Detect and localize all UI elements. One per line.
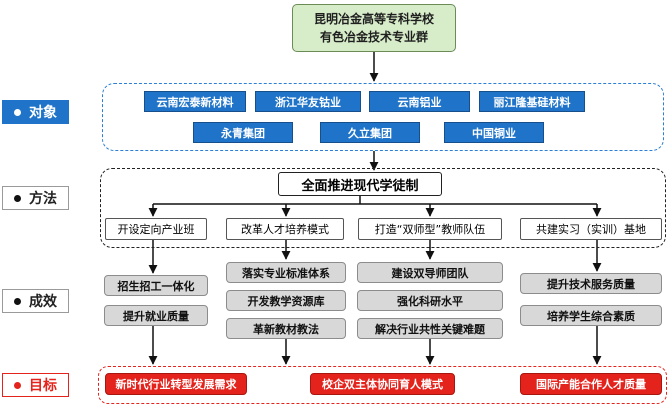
- label-target: 对象: [2, 100, 69, 124]
- result-box: 招生招工一体化: [104, 275, 208, 296]
- company-box: 丽江隆基硅材料: [479, 91, 585, 112]
- company-box: 浙江华友钴业: [255, 91, 361, 112]
- school-name: 昆明冶金高等专科学校: [313, 12, 434, 26]
- method-box: 共建实习（实训）基地: [520, 218, 662, 240]
- goal-box: 新时代行业转型发展需求: [105, 373, 247, 395]
- label-goal: 目标: [2, 373, 69, 397]
- result-box: 解决行业共性关键难题: [357, 318, 503, 339]
- result-box: 落实专业标准体系: [226, 262, 346, 283]
- bullet-icon: [14, 194, 21, 202]
- result-box: 强化科研水平: [357, 290, 503, 311]
- result-box: 开发教学资源库: [226, 290, 346, 311]
- goal-box: 国际产能合作人才质量: [520, 373, 662, 395]
- school-header-box: 昆明冶金高等专科学校 有色冶金技术专业群: [292, 4, 456, 52]
- label-result: 成效: [2, 289, 69, 313]
- goal-box: 校企双主体协同育人模式: [310, 373, 455, 395]
- bullet-icon: [14, 381, 21, 389]
- result-box: 提升就业质量: [104, 305, 208, 326]
- result-box: 建设双导师团队: [357, 262, 503, 283]
- company-box: 云南铝业: [369, 91, 470, 112]
- result-box: 革新教材教法: [226, 318, 346, 339]
- result-box: 提升技术服务质量: [520, 273, 662, 294]
- company-box: 久立集团: [320, 122, 420, 143]
- company-box: 永青集团: [193, 122, 293, 143]
- label-method: 方法: [2, 186, 69, 210]
- method-box: 打造“双师型”教师队伍: [358, 218, 502, 240]
- method-box: 改革人才培养模式: [226, 218, 344, 240]
- bullet-icon: [14, 297, 21, 305]
- target-region: [102, 83, 664, 151]
- company-box: 中国铜业: [444, 122, 544, 143]
- bullet-icon: [14, 108, 21, 116]
- method-main-box: 全面推进现代学徒制: [278, 172, 442, 196]
- goal-region: [98, 366, 667, 404]
- method-box: 开设定向产业班: [105, 218, 207, 240]
- result-box: 培养学生综合素质: [520, 305, 662, 326]
- method-region: [100, 168, 666, 248]
- company-box: 云南宏泰新材料: [144, 91, 246, 112]
- major-group-name: 有色冶金技术专业群: [319, 30, 428, 44]
